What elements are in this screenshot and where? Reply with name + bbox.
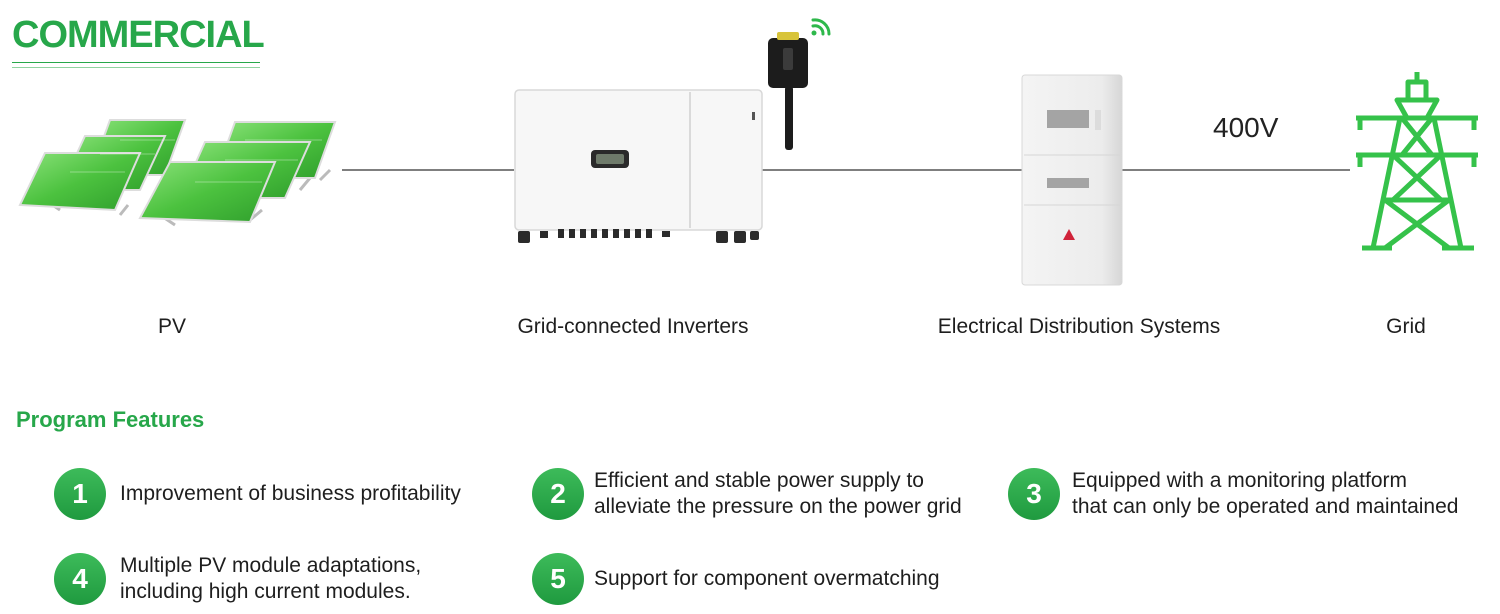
feature-number-badge: 2 [532, 468, 584, 520]
node-label-distribution: Electrical Distribution Systems [937, 315, 1221, 338]
feature-text: Support for component overmatching [594, 567, 940, 590]
feature-text: Multiple PV module adaptations, includin… [120, 554, 422, 603]
feature-number-badge: 1 [54, 468, 106, 520]
page-title: COMMERCIAL [12, 14, 265, 56]
feature-number-badge: 5 [532, 553, 584, 605]
title-underline-light [12, 67, 260, 68]
system-diagram [18, 18, 1478, 286]
feature-item-4: 4 Multiple PV module adaptations, includ… [54, 553, 421, 605]
node-label-inverter: Grid-connected Inverters [517, 315, 749, 338]
feature-text: Improvement of business profitability [120, 482, 461, 505]
feature-text: Efficient and stable power supply to all… [594, 469, 962, 518]
feature-item-3: 3 Equipped with a monitoring platform th… [1008, 468, 1458, 520]
wifi-dongle-icon [768, 18, 831, 150]
distribution-cabinet-icon [1021, 74, 1123, 286]
feature-number-badge: 4 [54, 553, 106, 605]
feature-text: Equipped with a monitoring platform that… [1072, 469, 1459, 518]
solar-panels-icon [18, 119, 337, 227]
transmission-tower-icon [1356, 72, 1478, 251]
feature-number-badge: 3 [1008, 468, 1060, 520]
features-title: Program Features [16, 407, 205, 432]
title-underline [12, 62, 260, 63]
node-label-grid: Grid [1386, 315, 1426, 338]
node-label-pv: PV [157, 315, 187, 338]
feature-item-5: 5 Support for component overmatching [532, 553, 940, 605]
voltage-label: 400V [1213, 112, 1279, 143]
inverter-icon [514, 89, 763, 243]
feature-item-1: 1 Improvement of business profitability [54, 468, 461, 520]
feature-item-2: 2 Efficient and stable power supply to a… [532, 468, 962, 520]
